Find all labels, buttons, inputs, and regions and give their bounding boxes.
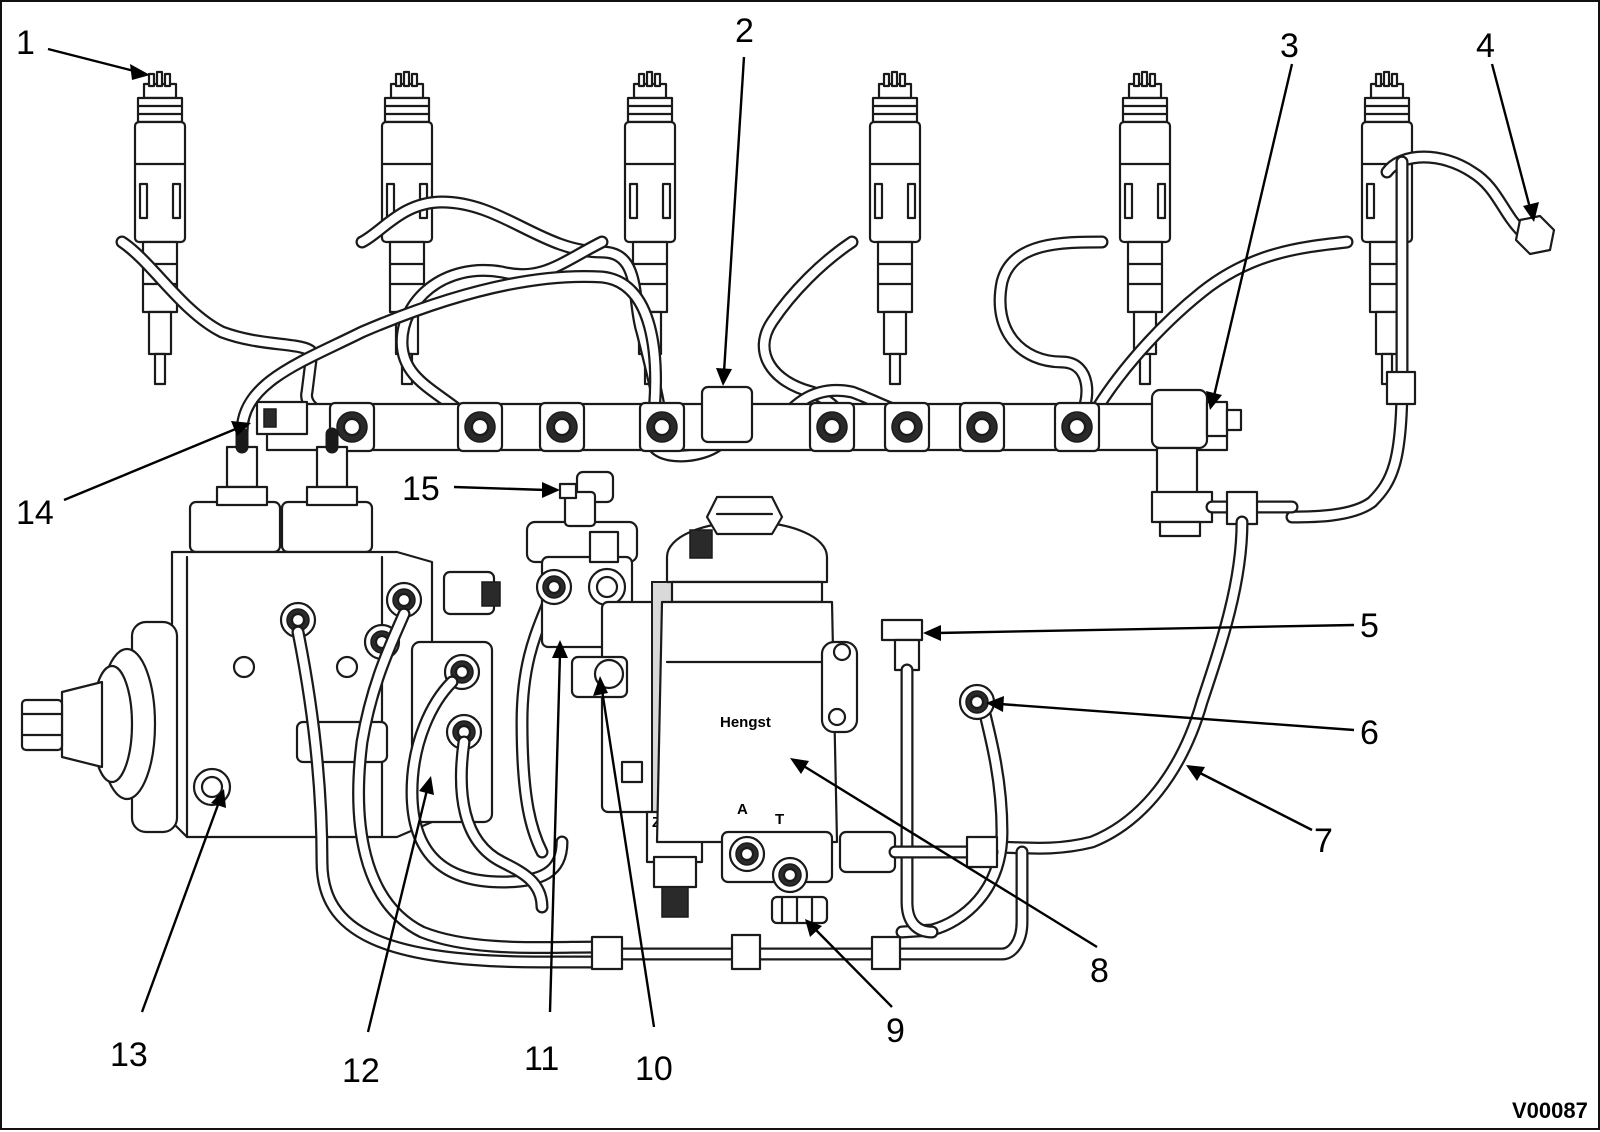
filter-housing: Hengst A T	[655, 495, 859, 925]
rail-pressure-sensor	[700, 385, 754, 444]
callout-9: 9	[886, 1012, 905, 1050]
drain-plug	[770, 895, 829, 925]
callout-10: 10	[635, 1050, 673, 1088]
callout-11: 11	[524, 1040, 559, 1078]
injector-4	[868, 70, 922, 386]
drawing-number: V00087	[1512, 1098, 1588, 1123]
common-rail	[255, 385, 1243, 538]
return-line-7	[985, 490, 1299, 855]
callout-7: 7	[1314, 822, 1333, 860]
callout-13: 13	[110, 1036, 148, 1074]
injector-1	[133, 70, 187, 386]
port-mark-t: T	[775, 811, 784, 828]
callout-14: 14	[16, 494, 54, 532]
brand-mark-hengst: Hengst	[720, 714, 771, 731]
port-mark-a: A	[737, 801, 748, 818]
callout-3: 3	[1280, 27, 1299, 65]
leak-off-line	[1285, 150, 1556, 524]
pump-lines	[291, 607, 609, 969]
callout-12: 12	[342, 1052, 380, 1090]
callout-1: 1	[16, 24, 35, 62]
callout-15: 15	[402, 470, 440, 508]
filter-cap-nut	[705, 495, 784, 536]
callout-6: 6	[1360, 714, 1379, 752]
callouts: 1 2 3 4 5 6 7 8 9 10	[16, 12, 1539, 1090]
callout-2: 2	[735, 12, 754, 50]
bottom-lines	[590, 618, 1029, 971]
fuel-connector-5	[880, 618, 924, 642]
leak-off-cap	[1514, 214, 1556, 256]
pressure-limit-valve	[1150, 388, 1209, 450]
callout-8: 8	[1090, 952, 1109, 990]
injector-lines	[115, 195, 1354, 463]
injectors	[133, 70, 1414, 386]
callout-5: 5	[1360, 607, 1379, 645]
callout-4: 4	[1476, 27, 1495, 65]
